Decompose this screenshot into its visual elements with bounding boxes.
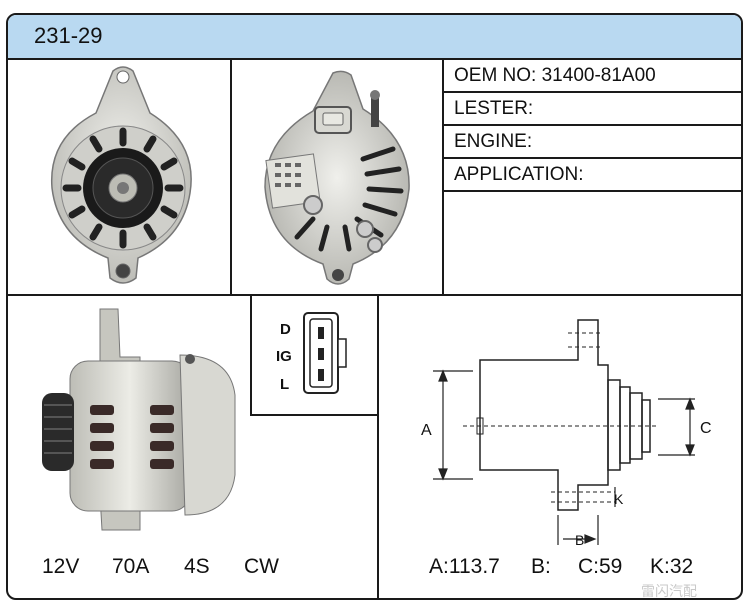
dimension-b: B:	[531, 555, 551, 578]
connector-plug-diagram	[303, 312, 347, 394]
spec-voltage: 12V	[42, 555, 80, 578]
divider	[442, 58, 444, 296]
label-c: C	[700, 420, 712, 437]
alternator-front-photo	[50, 66, 192, 284]
oem-row: OEM NO: 31400-81A00	[444, 60, 741, 93]
alternator-side-photo	[42, 308, 236, 531]
spec-groove: 4S	[184, 555, 210, 578]
watermark: 雷闪汽配	[641, 583, 697, 599]
label-k: K	[614, 491, 624, 507]
divider	[250, 414, 378, 416]
divider	[8, 294, 741, 296]
alternator-rear-photo	[264, 70, 410, 285]
spec-amperage: 70A	[112, 555, 150, 578]
label-b: B	[575, 532, 584, 545]
dimension-drawing: A C K B	[421, 319, 712, 545]
divider	[377, 296, 379, 598]
engine-row: ENGINE:	[444, 126, 741, 159]
dimension-k: K:32	[650, 555, 694, 578]
pin-label-d: D	[280, 321, 291, 338]
label-a: A	[421, 422, 432, 439]
header-bar: 231-29	[8, 15, 741, 60]
oem-number: OEM NO: 31400-81A00	[454, 65, 656, 86]
dimension-c: C:59	[578, 555, 623, 578]
product-card: 231-29 OEM NO: 31400-81A00 LESTER: ENGIN…	[6, 13, 743, 600]
lester-label: LESTER:	[454, 98, 534, 119]
divider	[250, 296, 252, 416]
engine-label: ENGINE:	[454, 131, 533, 152]
application-row: APPLICATION:	[444, 159, 741, 192]
lester-row: LESTER:	[444, 93, 741, 126]
dimension-a: A:113.7	[429, 555, 500, 578]
application-label: APPLICATION:	[454, 164, 584, 185]
pin-label-l: L	[280, 376, 290, 393]
pin-label-ig: IG	[276, 348, 292, 365]
part-number: 231-29	[34, 23, 103, 48]
divider	[230, 58, 232, 296]
spec-rotation: CW	[244, 555, 279, 578]
